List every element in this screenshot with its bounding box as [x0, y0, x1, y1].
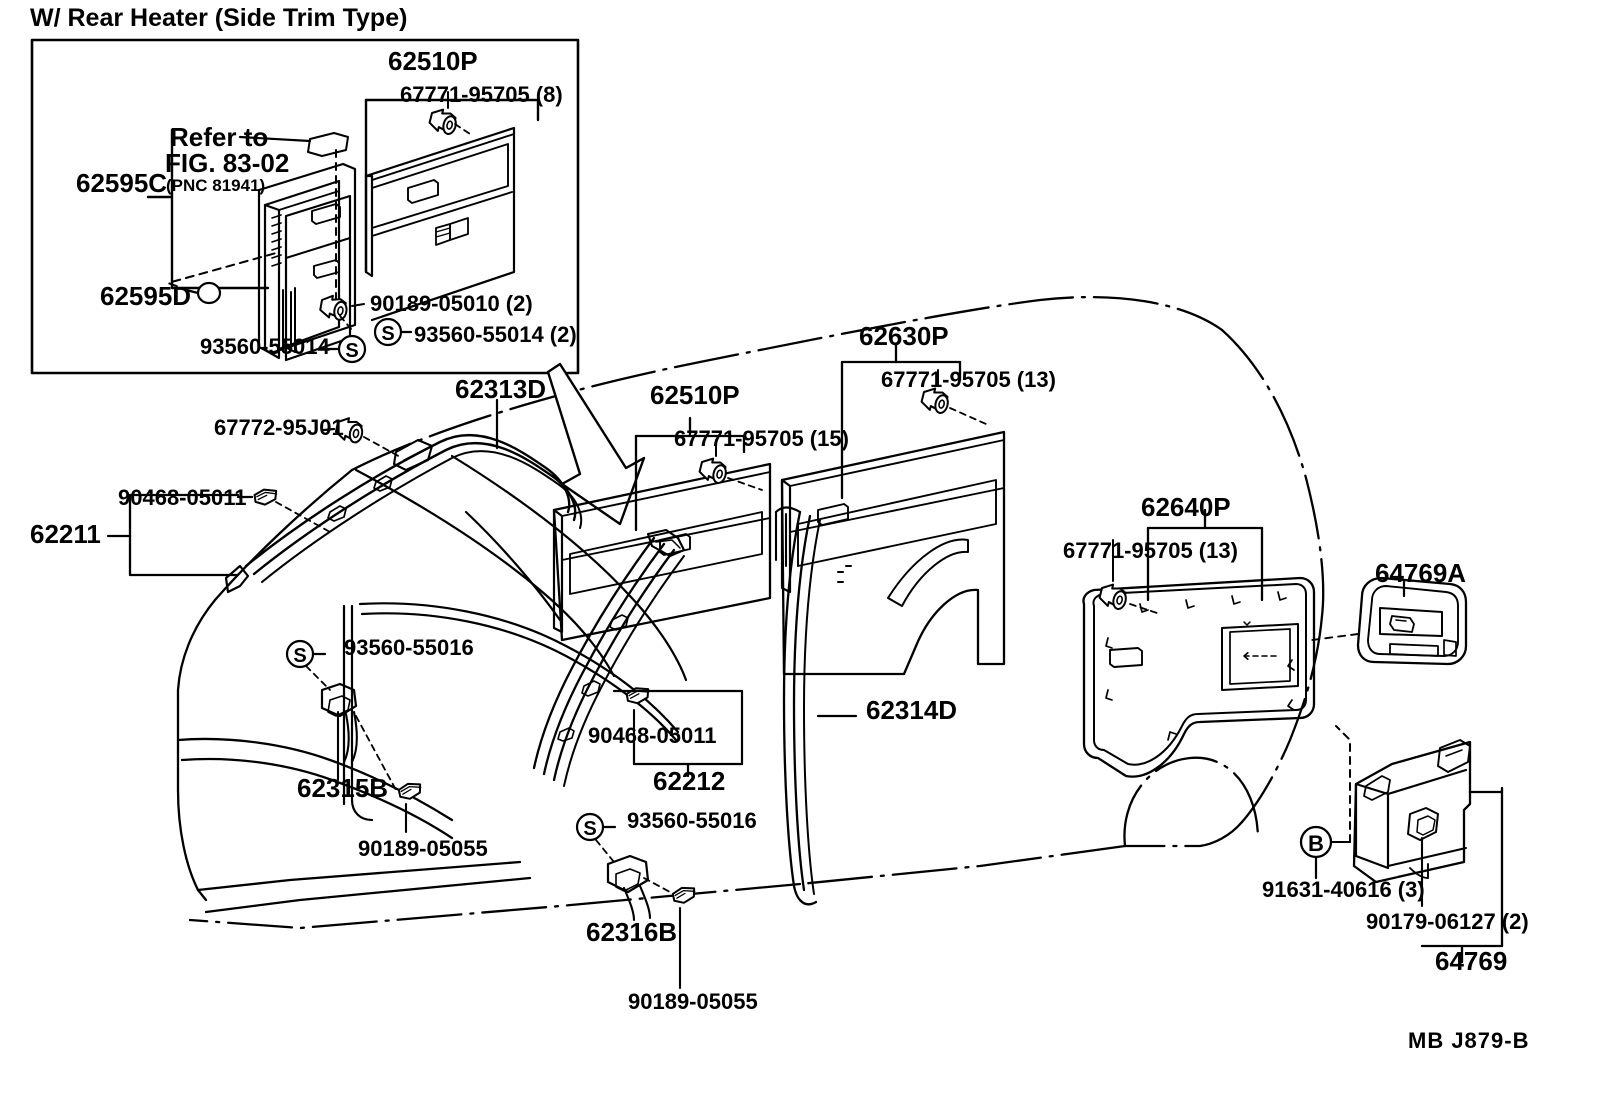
label-62595c: 62595C: [76, 168, 168, 198]
svg-text:S: S: [583, 818, 596, 840]
label-inset-93560-a: 93560-55014 (2): [414, 322, 577, 347]
label-refer-line1: Refer to: [170, 122, 269, 152]
label-62315b: 62315B: [297, 773, 389, 803]
label-62630p: 62630P: [859, 321, 949, 351]
label-90179-06127: 90179-06127 (2): [1366, 909, 1529, 934]
label-inset-62510p: 62510P: [388, 46, 478, 76]
label-90189-05055-lower: 90189-05055: [628, 989, 758, 1014]
label-67771-95705-13b: 67771-95705 (13): [1063, 538, 1238, 563]
label-62212: 62212: [653, 766, 726, 796]
label-91631-40616: 91631-40616 (3): [1262, 877, 1425, 902]
label-67771-95705-15: 67771-95705 (15): [674, 426, 849, 451]
label-64769a: 64769A: [1375, 558, 1467, 588]
label-62316b: 62316B: [586, 917, 678, 947]
svg-text:S: S: [345, 340, 358, 362]
label-62211: 62211: [30, 519, 101, 549]
label-inset-90189: 90189-05010 (2): [370, 291, 533, 316]
label-refer-line2: FIG. 83-02: [165, 148, 290, 178]
inset-caption: W/ Rear Heater (Side Trim Type): [30, 4, 408, 32]
label-refer-line3: (PNC 81941): [166, 176, 266, 195]
label-93560-55016-upper: 93560-55016: [344, 635, 474, 660]
label-62510p: 62510P: [650, 380, 740, 410]
label-62595d: 62595D: [100, 281, 192, 311]
svg-text:S: S: [381, 323, 394, 345]
label-93560-55016-lower: 93560-55016: [627, 808, 757, 833]
svg-text:B: B: [1308, 831, 1324, 856]
label-62314d: 62314D: [866, 695, 958, 725]
label-inset-93560-b: 93560-55014: [200, 334, 330, 359]
label-62640p: 62640P: [1141, 492, 1231, 522]
label-inset-67771: 67771-95705 (8): [400, 82, 563, 107]
label-62313d: 62313D: [455, 374, 547, 404]
label-67772-95j01: 67772-95J01: [214, 415, 344, 440]
figure-code: MB J879-B: [1408, 1028, 1530, 1053]
label-90189-05055-upper: 90189-05055: [358, 836, 488, 861]
label-64769: 64769: [1435, 946, 1508, 976]
label-90468-05011-upper: 90468-05011: [118, 485, 247, 510]
label-90468-05011-lower: 90468-05011: [588, 723, 717, 748]
svg-text:S: S: [293, 645, 306, 667]
label-67771-95705-13a: 67771-95705 (13): [881, 367, 1056, 392]
